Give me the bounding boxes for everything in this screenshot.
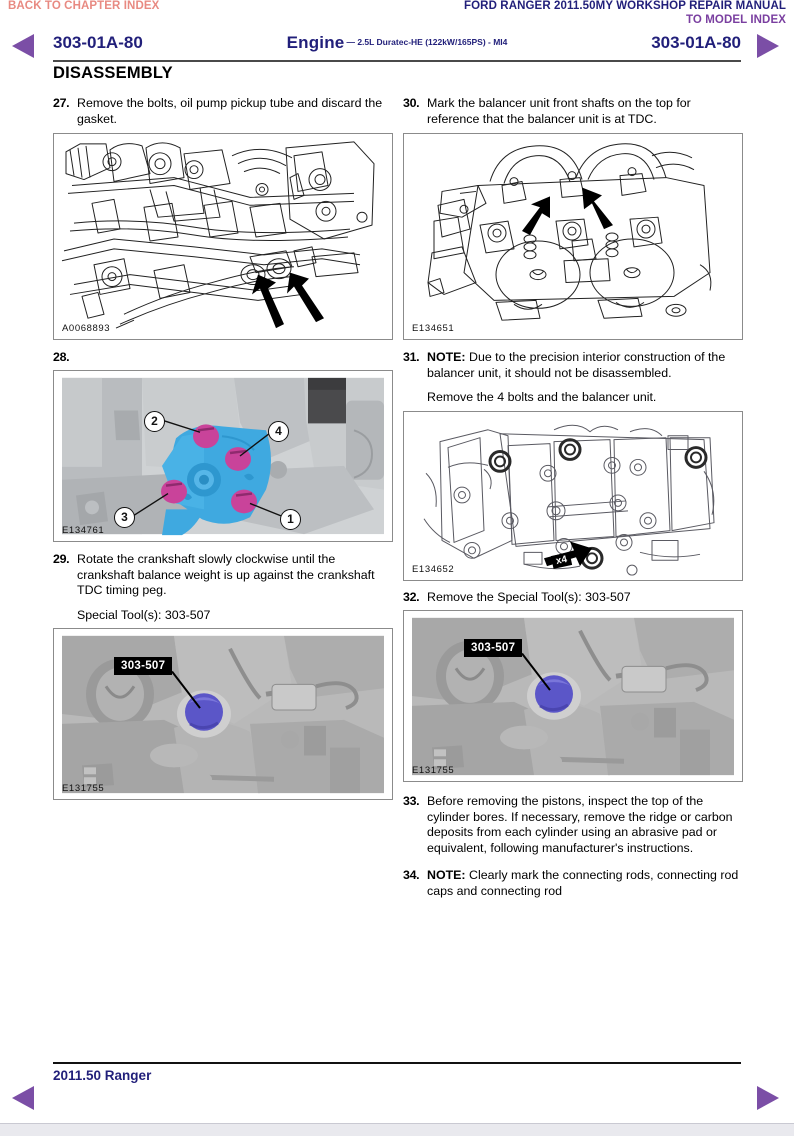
figure-e134651-code: E134651 xyxy=(412,323,455,334)
figure-e134651: E134651 xyxy=(403,133,743,340)
step-27: 27. Remove the bolts, oil pump pickup tu… xyxy=(53,96,393,128)
step-27-body: Remove the bolts, oil pump pickup tube a… xyxy=(77,96,393,127)
left-column: 27. Remove the bolts, oil pump pickup tu… xyxy=(53,96,393,800)
figure-e134652-code: E134652 xyxy=(412,563,455,575)
figure-e134761-callout-2: 2 xyxy=(144,411,165,432)
step-31-note-text: Due to the precision interior constructi… xyxy=(427,350,726,380)
figure-e131755-left-drawing xyxy=(54,629,392,799)
step-29: 29. Rotate the crankshaft slowly clockwi… xyxy=(53,552,393,623)
figure-e131755-right-tool-label: 303-507 xyxy=(464,639,523,657)
figure-e131755-right-code: E131755 xyxy=(412,765,455,776)
step-32-number: 32. xyxy=(403,589,420,604)
figure-e131755-right-drawing xyxy=(404,611,742,781)
engine-title-block: Engine— 2.5L Duratec-HE (122kW/165PS) - … xyxy=(287,33,508,53)
step-31-text: Remove the 4 bolts and the balancer unit… xyxy=(427,390,657,404)
step-29-text: Rotate the crankshaft slowly clockwise u… xyxy=(77,552,375,597)
step-31-number: 31. xyxy=(403,350,420,364)
figure-a0068893-drawing xyxy=(61,141,375,329)
right-column: 30. Mark the balancer unit front shafts … xyxy=(403,96,743,904)
figure-e134761-callout-3: 3 xyxy=(114,507,135,528)
step-31: 31. NOTE: Due to the precision interior … xyxy=(403,350,743,406)
engine-title: Engine xyxy=(286,33,345,52)
figure-a0068893-code: A0068893 xyxy=(62,323,111,334)
step-30: 30. Mark the balancer unit front shafts … xyxy=(403,96,743,128)
step-28-number: 28. xyxy=(53,350,70,364)
step-32-text: Remove the Special Tool(s): 303-507 xyxy=(427,589,631,604)
step-27-number: 27. xyxy=(53,96,70,110)
step-33-number: 33. xyxy=(403,794,420,808)
figure-e134761-drawing xyxy=(54,371,392,541)
step-32: 32. Remove the Special Tool(s): 303-507 xyxy=(403,590,743,606)
figure-e134652: x4 E134652 xyxy=(403,410,743,581)
step-29-special-tool: Special Tool(s): 303-507 xyxy=(77,607,211,622)
footer-divider xyxy=(53,1062,741,1064)
step-29-body: Rotate the crankshaft slowly clockwise u… xyxy=(77,552,393,623)
figure-e131755-left-code: E131755 xyxy=(62,783,105,794)
step-34-body: NOTE: Clearly mark the connecting rods, … xyxy=(427,868,743,899)
back-to-chapter-index-link[interactable]: BACK TO CHAPTER INDEX xyxy=(8,0,160,12)
figure-e131755-left: 303-507 E131755 xyxy=(53,628,393,800)
bottom-band xyxy=(0,1123,794,1136)
previous-page-arrow-bottom-icon[interactable] xyxy=(12,1086,34,1110)
step-27-text: Remove the bolts, oil pump pickup tube a… xyxy=(77,96,383,126)
step-33-body: Before removing the pistons, inspect the… xyxy=(427,794,743,856)
step-32-body: Remove the Special Tool(s): 303-507 xyxy=(427,590,743,606)
step-33-text: Before removing the pistons, inspect the… xyxy=(427,794,733,855)
section-code-left: 303-01A-80 xyxy=(53,33,143,52)
figure-e134761: 2 4 3 1 E134761 xyxy=(53,370,393,542)
next-page-arrow-icon[interactable] xyxy=(757,34,779,58)
header-divider xyxy=(53,60,741,62)
figure-e134761-code: E134761 xyxy=(62,525,105,536)
figure-e134761-callout-1: 1 xyxy=(280,509,301,530)
figure-e134652-drawing xyxy=(423,424,715,576)
figure-e134651-drawing xyxy=(427,143,712,321)
step-29-number: 29. xyxy=(53,552,70,566)
page-title: DISASSEMBLY xyxy=(53,64,173,82)
manual-title: FORD RANGER 2011.50MY WORKSHOP REPAIR MA… xyxy=(464,0,786,12)
step-34: 34. NOTE: Clearly mark the connecting ro… xyxy=(403,868,743,899)
step-34-note-text: Clearly mark the connecting rods, connec… xyxy=(427,868,739,898)
previous-page-arrow-icon[interactable] xyxy=(12,34,34,58)
step-34-note: NOTE: Clearly mark the connecting rods, … xyxy=(427,868,743,899)
step-28: 28. xyxy=(53,350,393,365)
to-model-index-link[interactable]: TO MODEL INDEX xyxy=(685,14,786,26)
engine-subtitle: — 2.5L Duratec-HE (122kW/165PS) - MI4 xyxy=(346,37,508,47)
step-33: 33. Before removing the pistons, inspect… xyxy=(403,794,743,856)
step-34-note-label: NOTE: xyxy=(427,868,466,882)
figure-a0068893: A0068893 xyxy=(53,133,393,340)
step-31-note-label: NOTE: xyxy=(427,350,466,364)
figure-e131755-left-tool-label: 303-507 xyxy=(114,657,173,675)
step-30-text: Mark the balancer unit front shafts on t… xyxy=(427,96,691,126)
section-code-right: 303-01A-80 xyxy=(651,33,741,52)
figure-e134761-callout-4: 4 xyxy=(268,421,289,442)
figure-e131755-right: 303-507 E131755 xyxy=(403,610,743,782)
step-30-number: 30. xyxy=(403,96,420,110)
footer-title: 2011.50 Ranger xyxy=(53,1068,152,1083)
next-page-arrow-bottom-icon[interactable] xyxy=(757,1086,779,1110)
step-34-number: 34. xyxy=(403,868,420,882)
top-link-bar: BACK TO CHAPTER INDEX FORD RANGER 2011.5… xyxy=(0,0,794,28)
step-30-body: Mark the balancer unit front shafts on t… xyxy=(427,96,743,127)
step-31-body: NOTE: Due to the precision interior cons… xyxy=(427,350,743,406)
section-header: 303-01A-80 Engine— 2.5L Duratec-HE (122k… xyxy=(53,33,741,61)
step-31-note: NOTE: Due to the precision interior cons… xyxy=(427,350,743,381)
